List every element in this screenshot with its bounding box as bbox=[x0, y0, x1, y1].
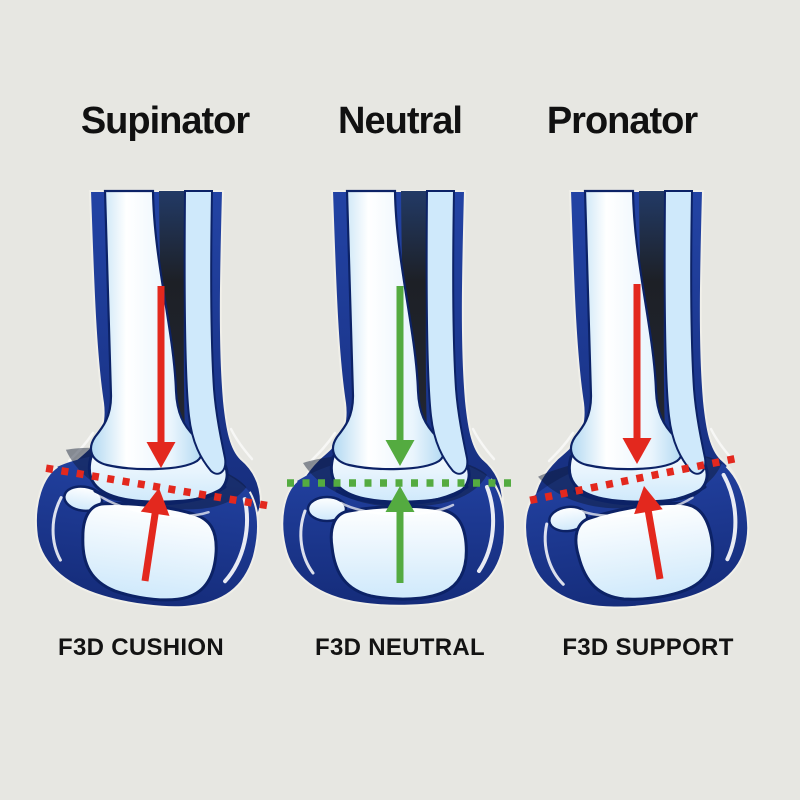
product-label-support: F3D SUPPORT bbox=[562, 634, 734, 661]
product-label-neutral: F3D NEUTRAL bbox=[315, 634, 485, 661]
panel-supinator: Supinator bbox=[33, 0, 283, 800]
panel-neutral: Neutral bbox=[275, 0, 525, 800]
panel-heading-pronator: Pronator bbox=[546, 100, 698, 142]
ankle-bones-illustration-pronator bbox=[524, 189, 750, 609]
panel-heading-supinator: Supinator bbox=[80, 100, 250, 142]
ankle-bones-illustration-supinator bbox=[34, 189, 270, 609]
ankle-bones-illustration-neutral bbox=[281, 189, 513, 607]
product-label-cushion: F3D CUSHION bbox=[58, 634, 224, 661]
panel-pronator: Pronator bbox=[513, 0, 763, 800]
panel-heading-neutral: Neutral bbox=[338, 100, 463, 142]
